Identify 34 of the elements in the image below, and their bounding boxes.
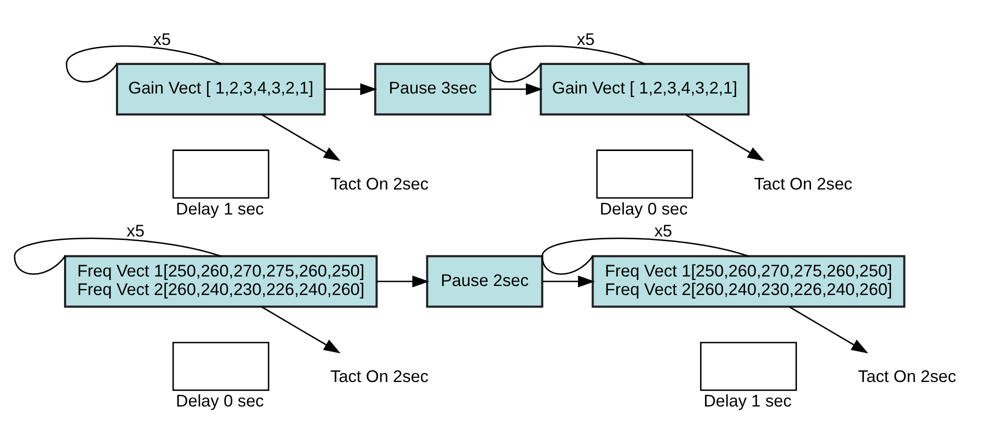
node-box: Pause 2sec [426, 255, 544, 308]
node-text: Tact On 2sec [754, 174, 852, 194]
connector [490, 45, 645, 82]
node-text: Tact On 2sec [330, 174, 429, 194]
node-text: Tact On 2sec [858, 366, 956, 386]
arrow [377, 276, 430, 288]
node-box [172, 342, 270, 391]
arrow [490, 83, 543, 96]
node-box: Freq Vect 1[250,260,270,275,260,250] Freq Vect 2[260,240,230,226,240,260] [592, 255, 906, 308]
arrow [685, 114, 764, 162]
node-label: Delay 1 sec [176, 199, 264, 218]
arrow [261, 114, 341, 162]
node-box: Pause 3sec [374, 62, 492, 116]
arrow [261, 306, 341, 354]
edge-label: x5 [126, 221, 144, 240]
arrow [324, 83, 378, 96]
node-box: Gain Vect [ 1,2,3,4,3,2,1] [540, 62, 750, 116]
node-box: Freq Vect 1[250,260,270,275,260,250] Freq Vect 2[260,240,230,226,240,260] [64, 255, 378, 308]
edge-label: x5 [153, 30, 171, 50]
node-label: Delay 1 sec [704, 392, 792, 411]
connector [14, 238, 222, 275]
connector [66, 45, 222, 82]
edge-label: x5 [654, 221, 672, 240]
edge-label: x5 [576, 30, 595, 50]
node-box [700, 342, 797, 391]
node-box [172, 150, 270, 199]
node-box: Gain Vect [ 1,2,3,4,3,2,1] [116, 62, 326, 116]
connector [542, 238, 749, 275]
node-box [596, 150, 694, 199]
node-label: Delay 0 sec [176, 392, 264, 411]
node-label: Delay 0 sec [600, 199, 688, 218]
arrow [789, 306, 868, 354]
arrow [542, 276, 595, 288]
node-text: Tact On 2sec [330, 366, 429, 386]
